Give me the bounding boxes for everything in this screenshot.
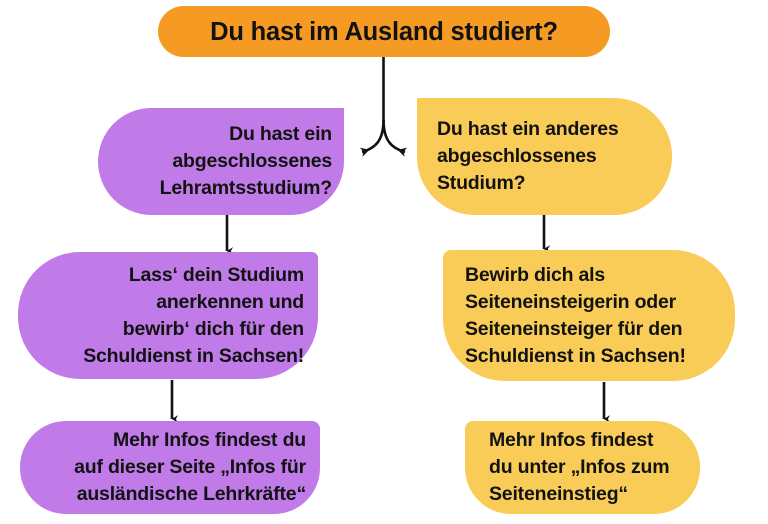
node-right-question-line-3: Studium?	[437, 172, 526, 194]
node-right-action-line-1: Bewirb dich als	[465, 263, 606, 286]
node-left-question-line-3: Lehramtsstudium?	[159, 177, 333, 199]
node-left-action-line-4: Schuldienst in Sachsen!	[83, 344, 304, 367]
node-right-action-line-4: Schuldienst in Sachsen!	[465, 344, 686, 367]
node-right-action-line-3: Seiteneinsteiger für den	[465, 317, 683, 340]
connector-split-left	[359, 119, 385, 157]
node-left-question-line-1: Du hast ein	[229, 123, 332, 145]
node-right-info-line-1: Mehr Infos findest	[489, 429, 654, 451]
flowchart-title: Du hast im Ausland studiert?	[158, 6, 610, 57]
node-left-info-line-1: Mehr Infos findest du	[113, 429, 306, 451]
node-right-question-line-2: abgeschlossenes	[437, 145, 597, 167]
node-right-question-line-1: Du hast ein anderes	[437, 118, 619, 140]
node-right-action-line-2: Seiteneinsteigerin oder	[465, 290, 677, 313]
node-right-question: Du hast ein anderes abgeschlossenes Stud…	[417, 98, 672, 215]
node-right-info: Mehr Infos findest du unter „Infos zum S…	[465, 421, 700, 514]
node-left-question-line-2: abgeschlossenes	[172, 150, 332, 172]
node-right-action: Bewirb dich als Seiteneinsteigerin oder …	[443, 250, 735, 381]
node-left-info-line-3: ausländische Lehrkräfte“	[76, 483, 306, 505]
flowchart-title-text: Du hast im Ausland studiert?	[210, 17, 558, 46]
node-left-action: Lass‘ dein Studium anerkennen und bewirb…	[18, 252, 318, 379]
node-left-question: Du hast ein abgeschlossenes Lehramtsstud…	[98, 108, 344, 215]
node-left-action-line-3: bewirb‘ dich für den	[122, 317, 304, 340]
connector-split-right	[382, 119, 408, 157]
node-left-action-line-1: Lass‘ dein Studium	[128, 263, 304, 286]
node-left-info-line-2: auf dieser Seite „Infos für	[74, 456, 306, 478]
node-right-info-line-3: Seiteneinstieg“	[489, 483, 628, 505]
node-right-info-line-2: du unter „Infos zum	[489, 456, 670, 478]
node-left-info: Mehr Infos findest du auf dieser Seite „…	[20, 421, 320, 514]
node-left-action-line-2: anerkennen und	[156, 290, 304, 313]
